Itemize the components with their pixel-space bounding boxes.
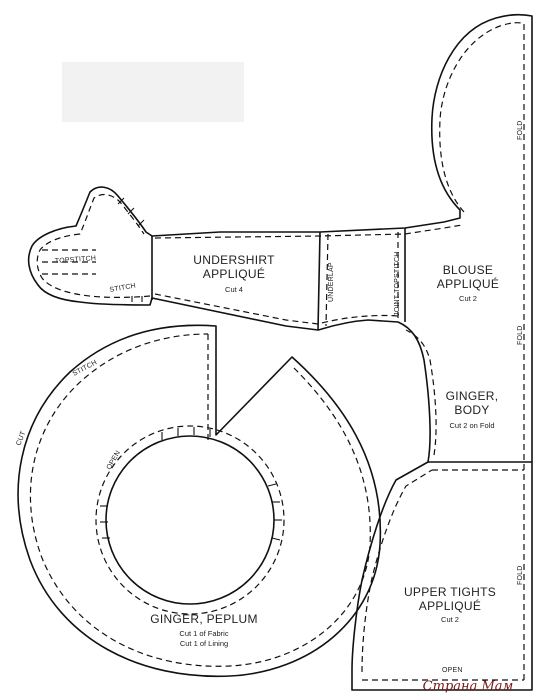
arm-stitch-label: STITCH	[109, 282, 136, 293]
peplum-stitch-label: STITCH	[72, 359, 99, 378]
tights-title-1: UPPER TIGHTS	[404, 585, 496, 599]
faded-stamp	[62, 62, 244, 122]
body-cut: Cut 2 on Fold	[449, 421, 494, 430]
blouse-title-2: APPLIQUÉ	[437, 276, 499, 291]
underlap-label: UNDERLAP	[328, 262, 335, 302]
body-stitch	[154, 22, 525, 680]
joint-topstitch-label: JOINT TOPSTITCH	[394, 252, 401, 316]
undershirt-title-2: APPLIQUÉ	[203, 266, 265, 281]
undershirt-cut: Cut 4	[225, 285, 243, 294]
peplum-ticks	[100, 427, 282, 541]
blouse-cut: Cut 2	[459, 294, 477, 303]
fold-label-middle: FOLD	[517, 326, 524, 345]
peplum-cut-1: Cut 1 of Fabric	[179, 629, 228, 638]
peplum-title: GINGER, PEPLUM	[150, 612, 258, 626]
topstitch-lines	[42, 249, 96, 275]
underlap-stitch	[325, 233, 329, 327]
peplum-outline	[17, 324, 382, 678]
underlap-line	[317, 231, 321, 331]
tights-cut: Cut 2	[441, 615, 459, 624]
body-outline	[27, 13, 533, 691]
body-title-2: BODY	[454, 403, 489, 417]
peplum-inner-stitch	[95, 425, 285, 615]
bottom-open-label: OPEN	[442, 667, 463, 674]
topstitch-label: TOPSTITCH	[55, 255, 97, 265]
peplum-cut-2: Cut 1 of Lining	[180, 639, 228, 648]
body-title-1: GINGER,	[446, 389, 499, 403]
blouse-title-1: BLOUSE	[443, 263, 494, 277]
fold-label-top: FOLD	[517, 121, 524, 140]
peplum-open-label: OPEN	[106, 450, 122, 471]
fold-label-bottom: FOLD	[517, 566, 524, 585]
peplum-outer-stitch	[29, 333, 371, 667]
hand-ticks	[117, 197, 145, 302]
peplum-inner-ring	[105, 435, 275, 605]
watermark-text: Страна Мам	[423, 679, 514, 694]
tights-title-2: APPLIQUÉ	[419, 598, 481, 613]
undershirt-title-1: UNDERSHIRT	[193, 253, 275, 267]
